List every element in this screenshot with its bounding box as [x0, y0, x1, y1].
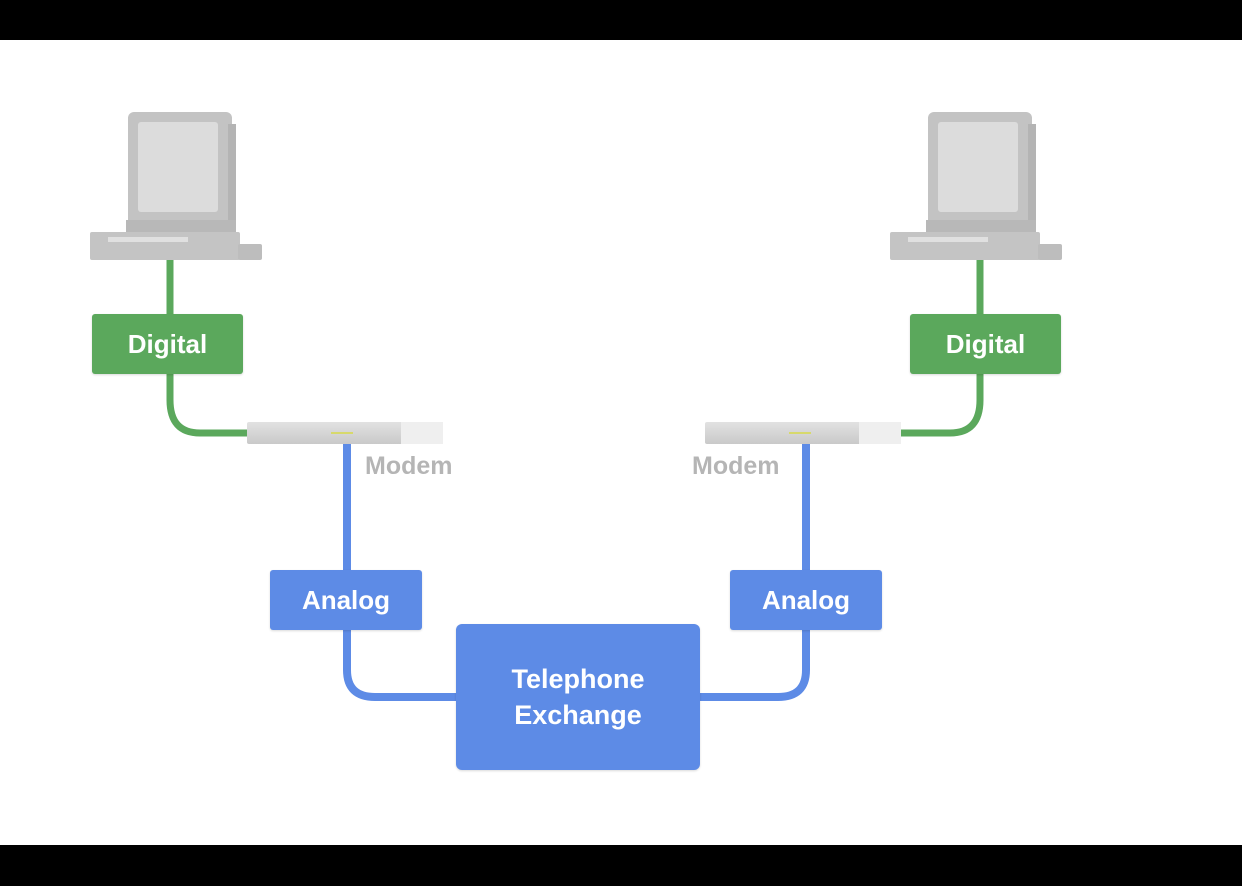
modem-end-cap — [859, 422, 901, 444]
modem-icon — [247, 422, 443, 444]
analog-label-text: Analog — [301, 584, 391, 615]
digital-label-right: Digital — [910, 314, 1061, 374]
digital-wire-left — [166, 258, 248, 437]
digital-label-text: Digital — [127, 328, 208, 359]
analog-label-right: Analog — [730, 570, 882, 630]
digital-label-left: Digital — [92, 314, 243, 374]
exchange-label-line2: Exchange — [514, 700, 642, 730]
computer-icon — [90, 112, 262, 260]
letterbox-top — [0, 0, 1242, 40]
modem-end-cap — [401, 422, 443, 444]
analog-wire-left — [343, 444, 460, 701]
digital-label-text: Digital — [945, 328, 1026, 359]
digital-wire-right — [898, 258, 984, 437]
computer-icon — [890, 112, 1062, 260]
modem-led — [789, 432, 811, 434]
modem-led — [331, 432, 353, 434]
letterbox-bottom — [0, 845, 1242, 886]
exchange-label-line1: Telephone — [511, 664, 645, 694]
analog-wire-right — [696, 444, 810, 701]
modem-label-right: Modem — [692, 452, 780, 480]
telephone-exchange-box: Telephone Exchange — [456, 624, 700, 770]
modem-icon — [705, 422, 901, 444]
analog-label-text: Analog — [761, 584, 851, 615]
modem-label-left: Modem — [365, 452, 453, 480]
analog-label-left: Analog — [270, 570, 422, 630]
